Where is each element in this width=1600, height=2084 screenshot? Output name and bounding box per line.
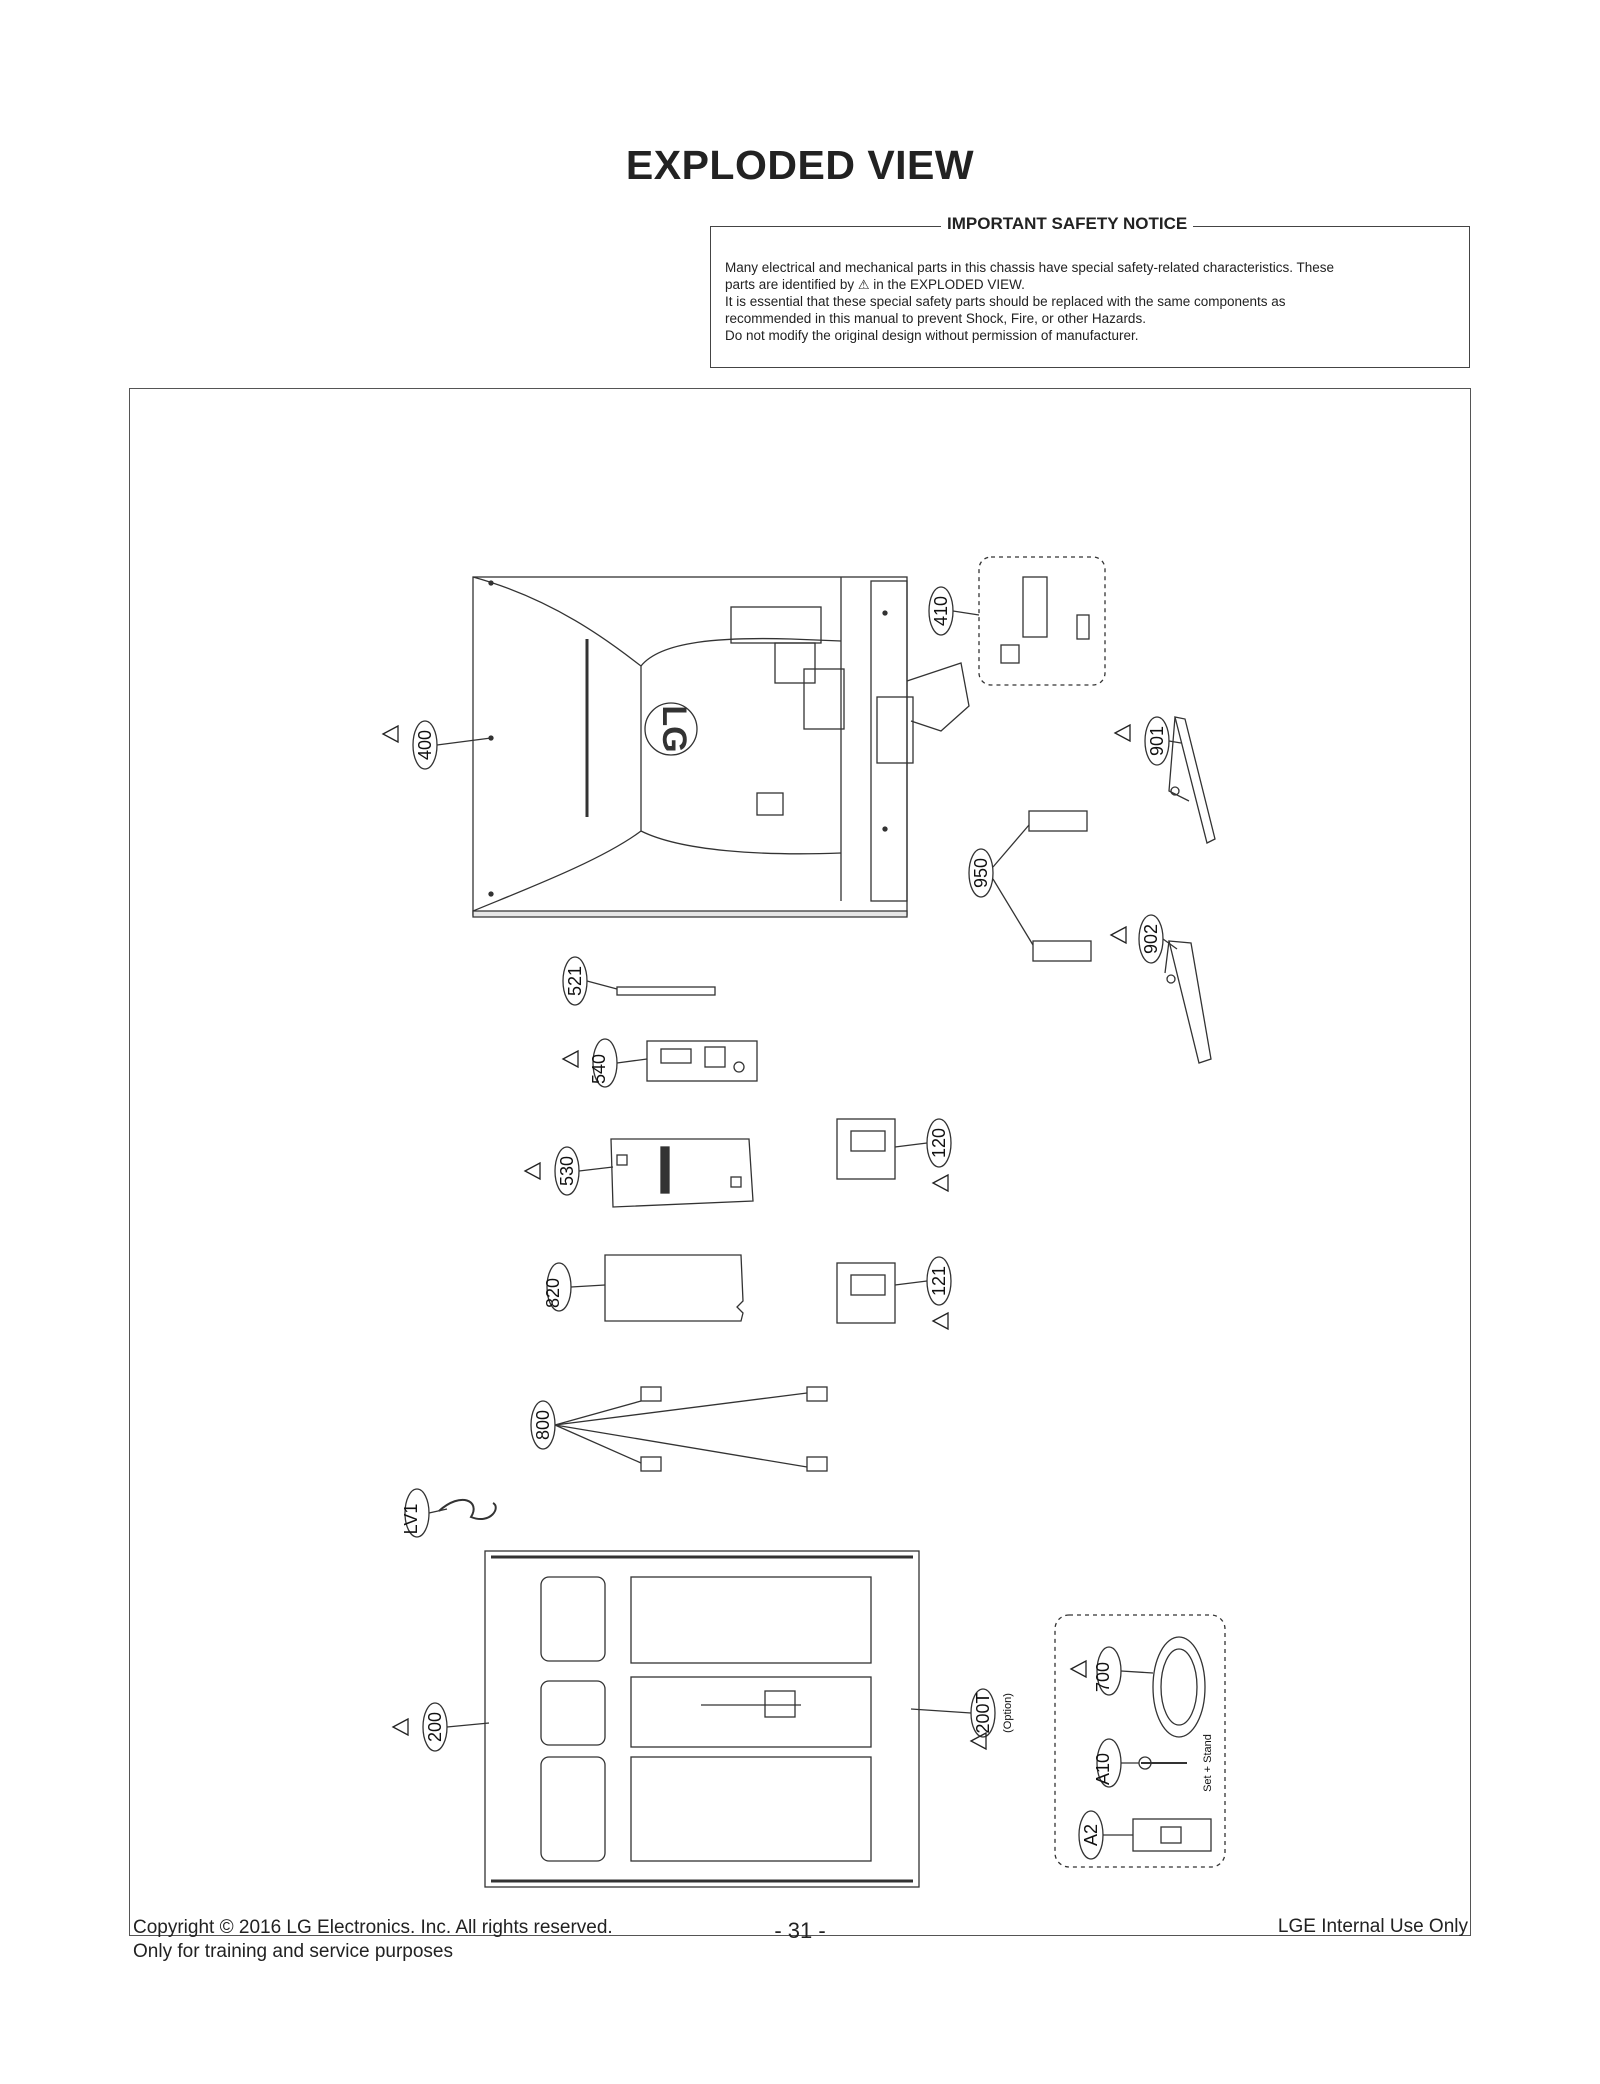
part-410-label: 410 [931, 596, 951, 626]
notice-line-4: recommended in this manual to prevent Sh… [725, 311, 1146, 326]
page-number: - 31 - [774, 1918, 826, 1943]
part-400-label: 400 [415, 730, 435, 760]
safety-triangle-icon [932, 1312, 949, 1330]
part-521-board: 521 [562, 956, 716, 1006]
part-902-stand: 902 [1110, 914, 1212, 1064]
notice-line-2-start: parts are identified by [725, 277, 855, 292]
part-700-label: 700 [1093, 1662, 1113, 1692]
safety-triangle-icon [524, 1162, 541, 1180]
part-901-stand: 901 [1114, 716, 1216, 844]
part-120-speaker: 120 [836, 1118, 952, 1192]
training-text: Only for training and service purposes [133, 1941, 453, 1962]
part-400-callout: 400 [382, 720, 492, 770]
safety-triangle-icon [1070, 1660, 1087, 1678]
set-stand-label: Set + Stand [1202, 1734, 1214, 1792]
part-820-label: 820 [543, 1278, 563, 1308]
part-950-brackets: 950 [968, 810, 1092, 962]
page-footer: Copyright © 2016 LG Electronics. Inc. Al… [0, 1916, 1600, 1996]
notice-line-2-end: in the EXPLODED VIEW. [873, 277, 1025, 292]
back-cover-part: LG [472, 576, 970, 918]
notice-line-3: It is essential that these special safet… [725, 294, 1286, 309]
part-121-speaker: 121 [836, 1256, 952, 1330]
safety-notice-heading: IMPORTANT SAFETY NOTICE [941, 214, 1194, 234]
part-a2-label: A2 [1081, 1824, 1101, 1846]
back-cover-logo: LG [655, 705, 693, 752]
warning-triangle-icon: ⚠ [857, 277, 870, 292]
part-540-main-board: 540 [562, 1038, 758, 1088]
part-200-module: 200 [392, 1550, 920, 1888]
notice-line-2: parts are identified by ⚠ in the EXPLODE… [725, 276, 1455, 293]
part-lv1-label: LV1 [401, 1504, 421, 1535]
page-title: EXPLODED VIEW [625, 142, 975, 188]
exploded-diagram-frame: LG 400 410 [129, 388, 1471, 1936]
set-stand-accessory-group: 700 A10 Set + Stand A2 [1054, 1614, 1226, 1868]
part-530-power-board: 530 [524, 1138, 754, 1208]
part-530-label: 530 [557, 1156, 577, 1186]
part-901-label: 901 [1147, 726, 1167, 756]
part-200t-callout: 200T (Option) [910, 1688, 1014, 1750]
safety-notice-box: IMPORTANT SAFETY NOTICE Many electrical … [710, 214, 1470, 368]
part-121-label: 121 [929, 1266, 949, 1296]
part-800-label: 800 [533, 1410, 553, 1440]
part-521-label: 521 [565, 966, 585, 996]
notice-line-5: Do not modify the original design withou… [725, 328, 1139, 343]
exploded-diagram: LG 400 410 [382, 556, 1226, 1888]
part-950-label: 950 [971, 858, 991, 888]
safety-triangle-icon [562, 1050, 579, 1068]
safety-triangle-icon [1110, 926, 1127, 944]
part-lv1-cable: LV1 [401, 1488, 497, 1538]
footer-left: Copyright © 2016 LG Electronics. Inc. Al… [133, 1916, 613, 1964]
notice-line-1: Many electrical and mechanical parts in … [725, 260, 1335, 275]
copyright-text: Copyright © 2016 LG Electronics. Inc. Al… [133, 1917, 613, 1938]
part-902-label: 902 [1141, 924, 1161, 954]
safety-triangle-icon [382, 725, 399, 743]
part-820-sheet: 820 [543, 1254, 744, 1322]
safety-triangle-icon [1114, 724, 1131, 742]
safety-notice-body: Many electrical and mechanical parts in … [725, 259, 1455, 344]
safety-triangle-icon [392, 1718, 409, 1736]
part-800-brackets: 800 [530, 1386, 828, 1472]
part-200t-option: (Option) [1002, 1693, 1014, 1733]
part-a10-label: A10 [1093, 1753, 1113, 1785]
part-200-label: 200 [425, 1712, 445, 1742]
part-200t-label: 200T [973, 1692, 993, 1733]
part-540-label: 540 [589, 1054, 609, 1084]
internal-use-text: LGE Internal Use Only [1277, 1916, 1468, 1937]
part-120-label: 120 [929, 1128, 949, 1158]
safety-triangle-icon [932, 1174, 949, 1192]
part-410-group: 410 [928, 556, 1106, 686]
